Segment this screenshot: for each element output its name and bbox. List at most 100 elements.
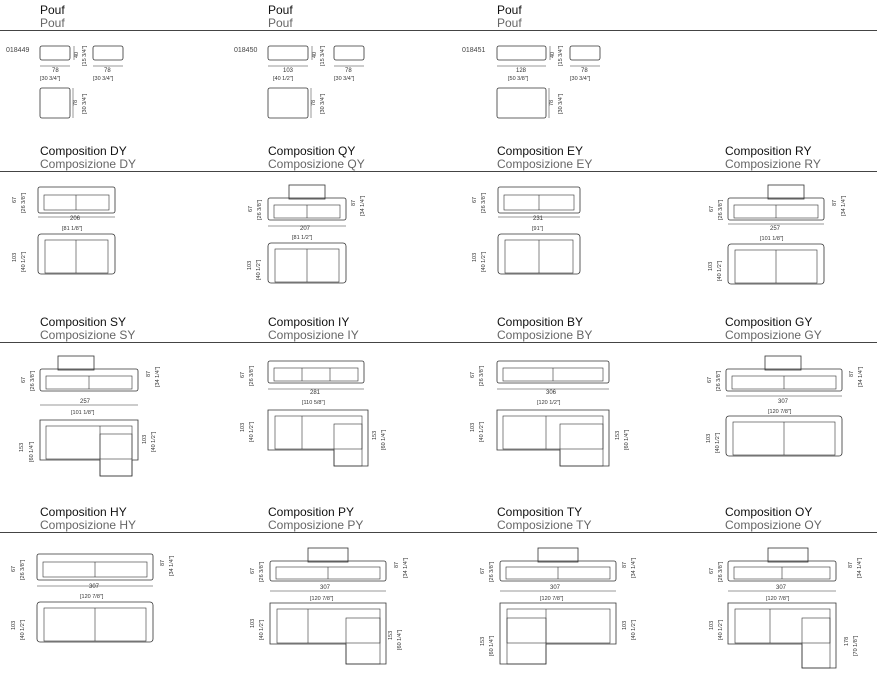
- svg-text:[40 1/2"]: [40 1/2"]: [256, 259, 262, 280]
- svg-text:[15 3/4"]: [15 3/4"]: [82, 45, 88, 66]
- svg-text:[34 1/4"]: [34 1/4"]: [169, 555, 175, 576]
- svg-text:[101 1/8"]: [101 1/8"]: [760, 236, 784, 242]
- section-title: Composition SY: [40, 315, 127, 329]
- svg-text:103: 103: [709, 621, 715, 630]
- section-title: Composition OY: [725, 505, 813, 519]
- svg-text:87: 87: [146, 371, 152, 377]
- composition-ry-drawing: 257 [101 1/8"] 67 [26 3/8"] 87 [34 1/4"]…: [708, 184, 847, 285]
- svg-text:78: 78: [73, 100, 79, 106]
- svg-text:[40 1/2"]: [40 1/2"]: [479, 421, 485, 442]
- svg-text:153: 153: [480, 637, 486, 646]
- svg-text:[26 3/8"]: [26 3/8"]: [257, 199, 263, 220]
- svg-text:[40 1/2"]: [40 1/2"]: [151, 431, 157, 452]
- svg-text:[50 3/8"]: [50 3/8"]: [508, 76, 529, 82]
- svg-text:207: 207: [300, 226, 311, 232]
- composition-qy-drawing: 207 [81 1/2"] 67 [26 3/8"] 87 [34 1/4"] …: [247, 184, 366, 284]
- svg-text:[120 7/8"]: [120 7/8"]: [80, 594, 104, 600]
- svg-text:[91"]: [91"]: [532, 226, 544, 232]
- composition-sy-drawing: 257 [101 1/8"] 67 [26 3/8"] 87 [34 1/4"]…: [19, 355, 161, 477]
- svg-text:257: 257: [80, 399, 91, 405]
- section-subtitle: Pouf: [497, 16, 522, 30]
- svg-text:78: 78: [549, 100, 555, 106]
- row-divider: [0, 30, 877, 31]
- svg-text:87: 87: [160, 560, 166, 566]
- svg-text:128: 128: [516, 68, 527, 74]
- svg-text:87: 87: [394, 562, 400, 568]
- svg-text:[30 3/4"]: [30 3/4"]: [82, 93, 88, 114]
- svg-text:67: 67: [240, 372, 246, 378]
- svg-text:[40 1/2"]: [40 1/2"]: [259, 619, 265, 640]
- svg-text:[15 3/4"]: [15 3/4"]: [558, 45, 564, 66]
- product-code: 018451: [462, 47, 486, 54]
- svg-text:87: 87: [848, 562, 854, 568]
- svg-text:257: 257: [770, 226, 781, 232]
- composition-by-drawing: 306 [120 1/2"] 67 [26 3/8"] 103 [40 1/2"…: [470, 360, 630, 467]
- svg-text:103: 103: [247, 261, 253, 270]
- section-title: Composition IY: [268, 315, 350, 329]
- svg-text:[40 1/2"]: [40 1/2"]: [273, 76, 294, 82]
- svg-text:67: 67: [472, 197, 478, 203]
- section-subtitle: Composizione RY: [725, 157, 821, 171]
- svg-text:[30 3/4"]: [30 3/4"]: [40, 76, 61, 82]
- row-divider: [0, 342, 877, 343]
- svg-text:67: 67: [12, 197, 18, 203]
- svg-text:[26 3/8"]: [26 3/8"]: [481, 192, 487, 213]
- section-title: Composition RY: [725, 144, 812, 158]
- svg-text:[40 1/2"]: [40 1/2"]: [718, 619, 724, 640]
- section-title: Composition HY: [40, 505, 127, 519]
- section-subtitle: Composizione SY: [40, 328, 136, 342]
- section-title: Pouf: [40, 3, 65, 17]
- svg-text:[26 3/8"]: [26 3/8"]: [30, 370, 36, 391]
- svg-text:[30 3/4"]: [30 3/4"]: [558, 93, 564, 114]
- svg-text:[26 3/8"]: [26 3/8"]: [20, 559, 26, 580]
- svg-text:[34 1/4"]: [34 1/4"]: [403, 557, 409, 578]
- svg-text:[34 1/4"]: [34 1/4"]: [841, 195, 847, 216]
- svg-text:103: 103: [142, 435, 148, 444]
- svg-text:78: 78: [311, 100, 317, 106]
- svg-text:[34 1/4"]: [34 1/4"]: [155, 366, 161, 387]
- svg-text:[26 3/8"]: [26 3/8"]: [718, 199, 724, 220]
- svg-text:307: 307: [776, 585, 787, 591]
- svg-text:[40 1/2"]: [40 1/2"]: [631, 619, 637, 640]
- svg-text:103: 103: [12, 253, 18, 262]
- svg-text:67: 67: [480, 568, 486, 574]
- svg-text:67: 67: [11, 566, 17, 572]
- svg-text:87: 87: [849, 371, 855, 377]
- section-subtitle: Composizione TY: [497, 518, 592, 532]
- svg-text:78: 78: [581, 68, 588, 74]
- svg-text:[70 1/8"]: [70 1/8"]: [853, 635, 859, 656]
- composition-iy-drawing: 281 [110 5/8"] 67 [26 3/8"] 103 [40 1/2"…: [240, 360, 387, 467]
- section-subtitle: Composizione BY: [497, 328, 593, 342]
- svg-text:[120 7/8"]: [120 7/8"]: [768, 409, 792, 415]
- svg-text:[40 1/2"]: [40 1/2"]: [715, 432, 721, 453]
- svg-text:[34 1/4"]: [34 1/4"]: [360, 195, 366, 216]
- svg-text:[30 3/4"]: [30 3/4"]: [570, 76, 591, 82]
- svg-text:[30 3/4"]: [30 3/4"]: [334, 76, 355, 82]
- section-title: Composition QY: [268, 144, 356, 158]
- row-divider: [0, 532, 877, 533]
- svg-text:[26 3/8"]: [26 3/8"]: [716, 370, 722, 391]
- pouf-drawing-2: 103 [40 1/2"] 40 [15 3/4"] 78 [30 3/4"] …: [267, 45, 365, 119]
- svg-text:67: 67: [709, 206, 715, 212]
- svg-text:206: 206: [70, 216, 81, 222]
- composition-py-drawing: 307 [120 7/8"] 67 [26 3/8"] 87 [34 1/4"]…: [250, 547, 409, 665]
- section-title: Pouf: [497, 3, 522, 17]
- section-title: Composition TY: [497, 505, 583, 519]
- svg-text:87: 87: [351, 200, 357, 206]
- svg-text:[81 1/8"]: [81 1/8"]: [62, 226, 83, 232]
- svg-text:103: 103: [472, 253, 478, 262]
- svg-text:[30 3/4"]: [30 3/4"]: [93, 76, 114, 82]
- svg-text:[110 5/8"]: [110 5/8"]: [302, 400, 325, 406]
- svg-text:67: 67: [248, 206, 254, 212]
- row-divider: [0, 171, 877, 172]
- composition-dy-drawing: 206 [81 1/8"] 67 [26 3/8"] 103 [40 1/2"]: [12, 186, 116, 275]
- svg-text:87: 87: [622, 562, 628, 568]
- svg-text:178: 178: [844, 637, 850, 646]
